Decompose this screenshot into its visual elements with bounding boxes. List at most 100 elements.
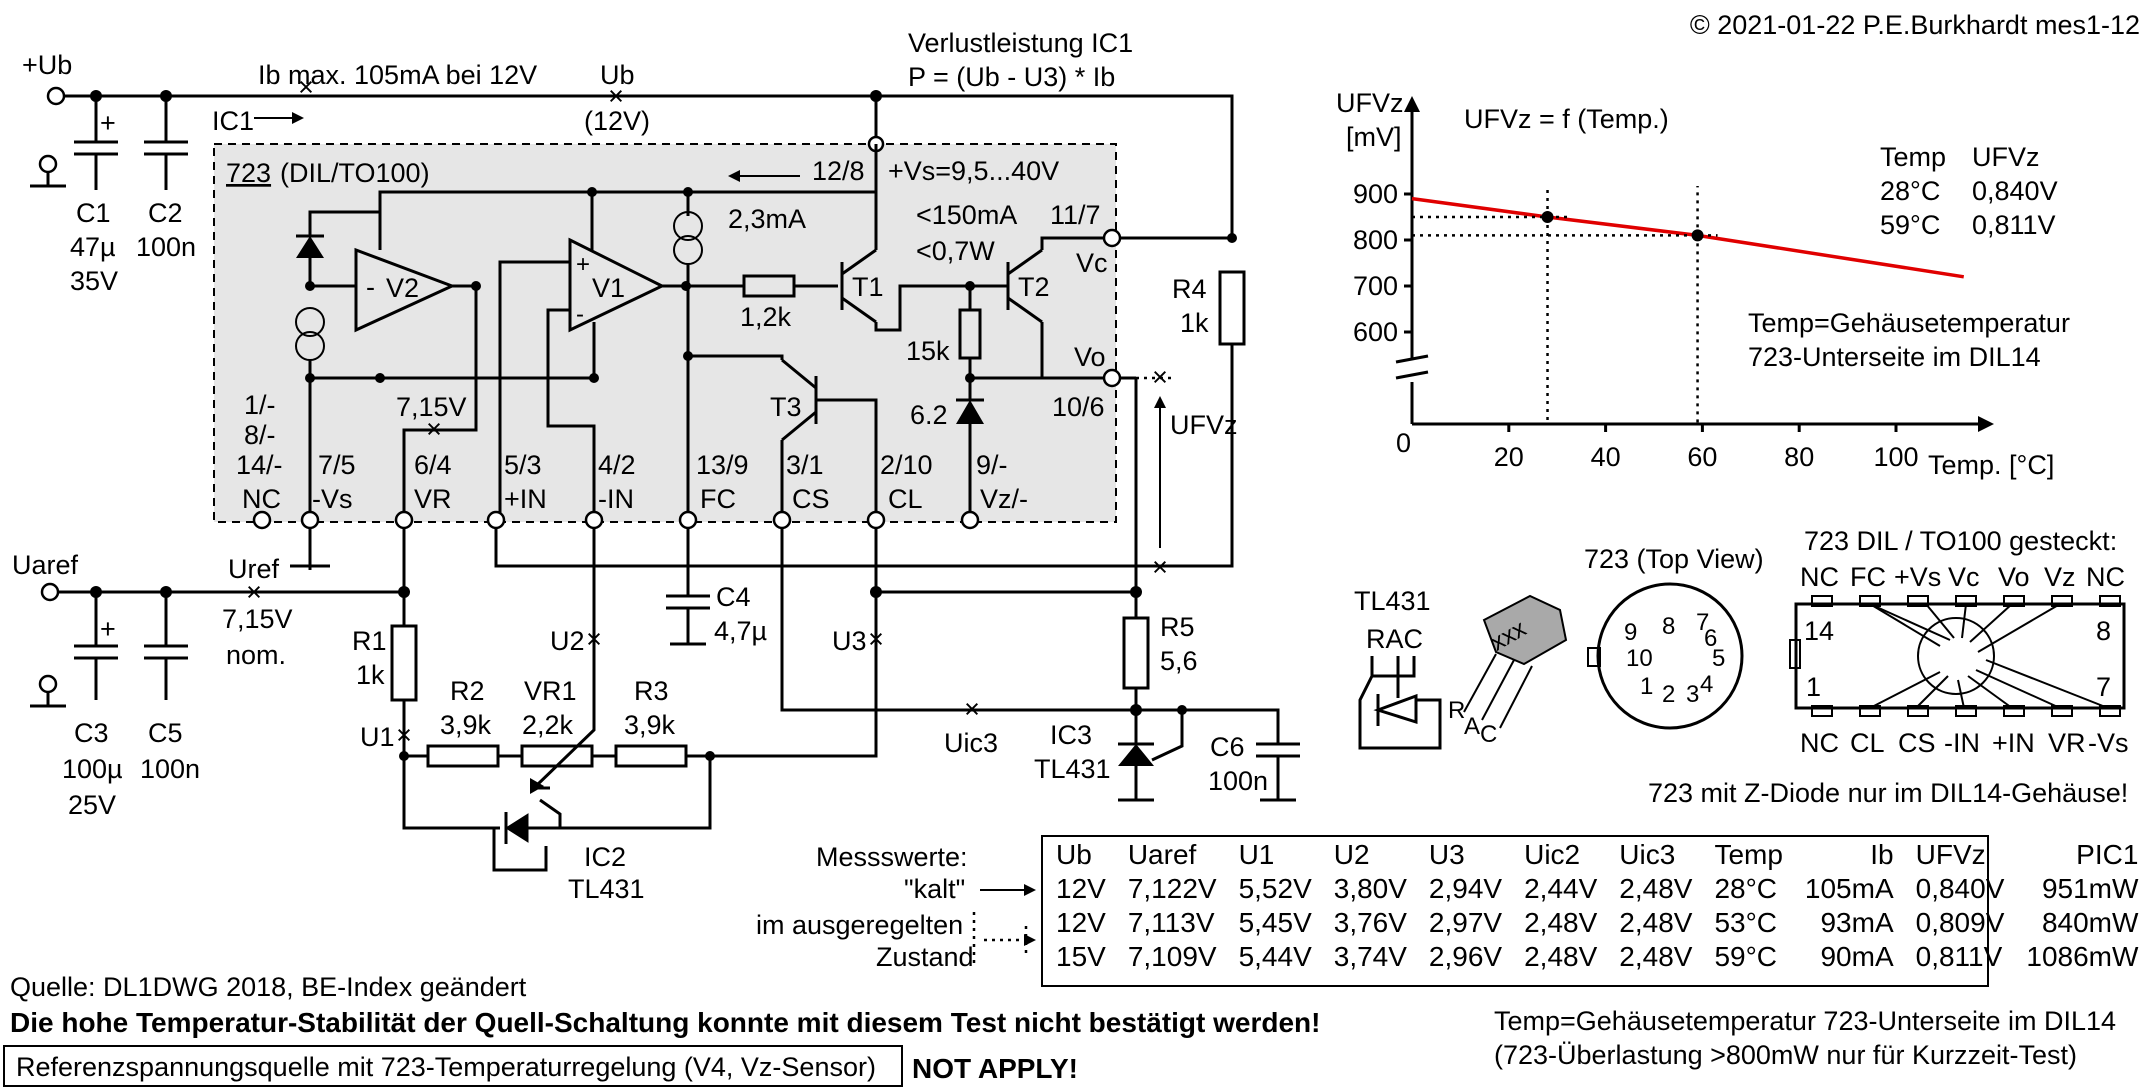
meas-cell: 5,45V xyxy=(1238,907,1312,938)
dil-top-nc: NC xyxy=(1800,562,1839,592)
dil-num-8: 8 xyxy=(2096,616,2111,646)
pin-num-cl: 2/10 xyxy=(880,450,933,480)
meas-row-regulated-2: Zustand xyxy=(876,942,974,972)
meas-cell: 12V xyxy=(1056,873,1106,904)
vr1-name: VR1 xyxy=(524,676,577,706)
y-tick-label: 800 xyxy=(1353,225,1398,255)
r1-value: 1k xyxy=(356,660,385,690)
v2-label: V2 xyxy=(386,273,419,303)
to100-pin-8: 8 xyxy=(1662,613,1675,640)
measurement-row: 15V 7,109V 5,44V 3,74V 2,96V 2,48V 2,48V… xyxy=(1044,940,2148,974)
x-tick-label: 80 xyxy=(1784,442,1814,472)
svg-text:+: + xyxy=(100,614,116,644)
zener-reference-icon xyxy=(295,210,380,383)
svg-text:×: × xyxy=(608,81,624,111)
dil-num-1: 1 xyxy=(1806,672,1821,702)
dil-pin-bottom xyxy=(2051,705,2073,717)
dil-pin-top xyxy=(2051,595,2073,607)
ic2-tl431 xyxy=(402,756,712,872)
svg-text:×: × xyxy=(1152,362,1168,392)
meas-cell: 7,109V xyxy=(1127,941,1217,972)
meas-cell: 7,122V xyxy=(1127,873,1217,904)
c5-name: C5 xyxy=(148,718,183,748)
pin-name-cs: CS xyxy=(792,484,830,514)
c2-name: C2 xyxy=(148,198,183,228)
meas-head: U3 xyxy=(1428,839,1465,870)
supply-rail xyxy=(46,86,1234,240)
dil-top-fc: FC xyxy=(1850,562,1886,592)
to92-pin-r: R xyxy=(1448,697,1465,724)
to100-pin-9: 9 xyxy=(1624,619,1637,646)
ib-cross: × xyxy=(298,72,314,102)
meas-label: Messswerte: xyxy=(816,842,968,872)
dil-pin-top xyxy=(2099,595,2121,607)
dil-top-nc2: NC xyxy=(2086,562,2125,592)
measurement-table: Ub Uaref U1 U2 U3 Uic2 Uic3 Temp Ib UFVz… xyxy=(1044,838,2148,974)
pin-name-vs: -Vs xyxy=(312,484,353,514)
meas-cell: 0,809V xyxy=(1915,907,2005,938)
dil-top-vz: Vz xyxy=(2044,562,2076,592)
transistor-t3 xyxy=(683,286,878,520)
meas-cell: 2,96V xyxy=(1428,941,1503,972)
meas-cell: 90mA xyxy=(1820,941,1894,972)
to100-pin-4: 4 xyxy=(1700,671,1713,698)
resistor-15k xyxy=(958,286,1042,383)
t3-label: T3 xyxy=(770,392,802,422)
meas-head: Uic3 xyxy=(1619,839,1676,870)
dil-pin-bottom xyxy=(1859,705,1881,717)
meas-cell: 3,74V xyxy=(1333,941,1407,972)
r4-value: 1k xyxy=(1180,308,1209,338)
pin-name-vz: Vz/- xyxy=(980,484,1028,514)
meas-cell: 59°C xyxy=(1714,941,1777,972)
c4-value: 4,7µ xyxy=(714,616,767,646)
uaref-rail xyxy=(40,528,410,626)
ic1-label: IC1 xyxy=(212,106,254,136)
dil-pin-bottom xyxy=(1955,705,1977,717)
current-source-label: 2,3mA xyxy=(728,204,806,234)
r-15k-label: 15k xyxy=(906,336,950,366)
dil-top-vo: Vo xyxy=(1998,562,2030,592)
copyright: © 2021-01-22 P.E.Burkhardt mes1-12 xyxy=(1690,10,2140,40)
meas-head: U2 xyxy=(1333,839,1370,870)
capacitor-c3: + xyxy=(74,592,118,700)
footer-note-1: Temp=Gehäusetemperatur 723-Unterseite im… xyxy=(1494,1006,2116,1036)
v1-label: V1 xyxy=(592,273,625,303)
meas-cell: 105mA xyxy=(1804,873,1894,904)
tl431-pins: RAC xyxy=(1366,624,1423,654)
meas-cell: 2,97V xyxy=(1428,907,1503,938)
meas-cell: 3,76V xyxy=(1333,907,1407,938)
u3-label: U3 xyxy=(832,626,867,656)
pin-name-plus-in: +IN xyxy=(504,484,547,514)
to100-pin-7: 7 xyxy=(1696,609,1709,636)
meas-cell: 28°C xyxy=(1714,873,1777,904)
graph-note-2: 723-Unterseite im DIL14 xyxy=(1748,342,2041,372)
c2-value: 100n xyxy=(136,232,196,262)
c1-name: C1 xyxy=(76,198,111,228)
verdict: NOT APPLY! xyxy=(912,1053,1078,1084)
dil-top-vc: Vc xyxy=(1948,562,1980,592)
y-tick-label: 700 xyxy=(1353,271,1398,301)
meas-cell: 12V xyxy=(1056,907,1106,938)
vr1-value: 2,2k xyxy=(522,710,574,740)
svg-text:+: + xyxy=(576,251,590,278)
chip-package: (DIL/TO100) xyxy=(280,158,430,188)
meas-row-cold: "kalt" xyxy=(904,874,965,904)
r2-value: 3,9k xyxy=(440,710,492,740)
uaref-label: Uaref xyxy=(12,550,79,580)
capacitor-c4 xyxy=(666,528,710,646)
meas-cell: 951mW xyxy=(2041,873,2139,904)
uref-value: 7,15V xyxy=(222,604,293,634)
tl431-symbol-icon xyxy=(1358,656,1442,750)
to92-package-icon: xxx xyxy=(1463,594,1568,729)
caption: Referenzspannungsquelle mit 723-Temperat… xyxy=(16,1052,876,1082)
meas-cell: 1086mW xyxy=(2026,941,2139,972)
measurement-row: 12V 7,122V 5,52V 3,80V 2,94V 2,44V 2,48V… xyxy=(1044,872,2148,906)
pin-num-fc: 13/9 xyxy=(696,450,749,480)
ic3-name: IC3 xyxy=(1050,720,1092,750)
x-tick-label: 100 xyxy=(1873,442,1918,472)
vs-range: +Vs=9,5...40V xyxy=(888,156,1059,186)
dil-num-14: 14 xyxy=(1804,616,1834,646)
ic2-type: TL431 xyxy=(568,874,645,904)
current-source-icon xyxy=(673,211,703,286)
uref-label: Uref xyxy=(228,554,280,584)
